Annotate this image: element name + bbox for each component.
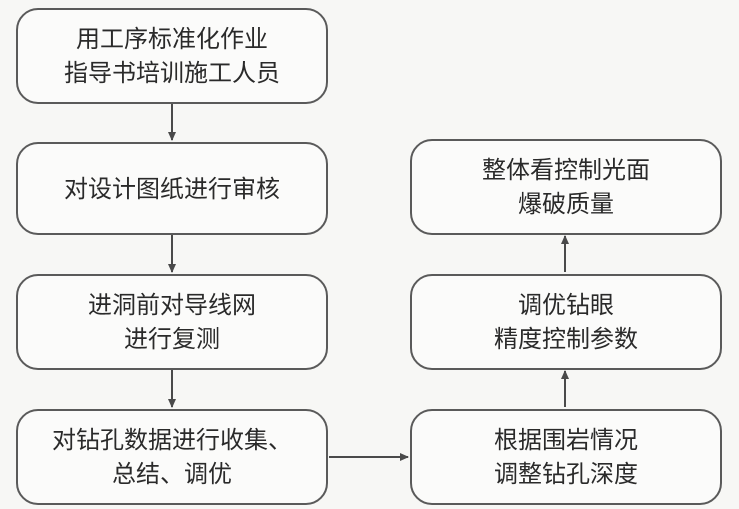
step-collect-drilling-data-line-2: 总结、调优 — [112, 460, 232, 488]
step-train-workers: 用工序标准化作业 指导书培训施工人员 — [16, 8, 328, 104]
step-review-drawings: 对设计图纸进行审核 — [16, 142, 328, 235]
step-retest-traverse: 进洞前对导线网 进行复测 — [16, 274, 328, 370]
step-optimize-precision-line-2: 精度控制参数 — [494, 325, 638, 353]
step-collect-drilling-data: 对钻孔数据进行收集、 总结、调优 — [16, 409, 328, 505]
step-train-workers-line-2: 指导书培训施工人员 — [64, 59, 280, 87]
step-blast-quality: 整体看控制光面 爆破质量 — [410, 139, 722, 235]
step-retest-traverse-line-2: 进行复测 — [124, 325, 220, 353]
step-review-drawings-line-1: 对设计图纸进行审核 — [64, 174, 280, 203]
step-optimize-precision-line-1: 调优钻眼 — [518, 291, 614, 319]
step-blast-quality-line-1: 整体看控制光面 — [482, 156, 650, 184]
step-train-workers-line-1: 用工序标准化作业 — [76, 25, 268, 53]
step-optimize-precision: 调优钻眼 精度控制参数 — [410, 274, 722, 370]
step-collect-drilling-data-line-1: 对钻孔数据进行收集、 — [52, 426, 292, 454]
step-adjust-depth: 根据围岩情况 调整钻孔深度 — [410, 409, 722, 505]
step-adjust-depth-line-2: 调整钻孔深度 — [494, 460, 638, 488]
step-blast-quality-line-2: 爆破质量 — [518, 190, 614, 218]
step-retest-traverse-line-1: 进洞前对导线网 — [88, 291, 256, 319]
step-adjust-depth-line-1: 根据围岩情况 — [494, 426, 638, 454]
